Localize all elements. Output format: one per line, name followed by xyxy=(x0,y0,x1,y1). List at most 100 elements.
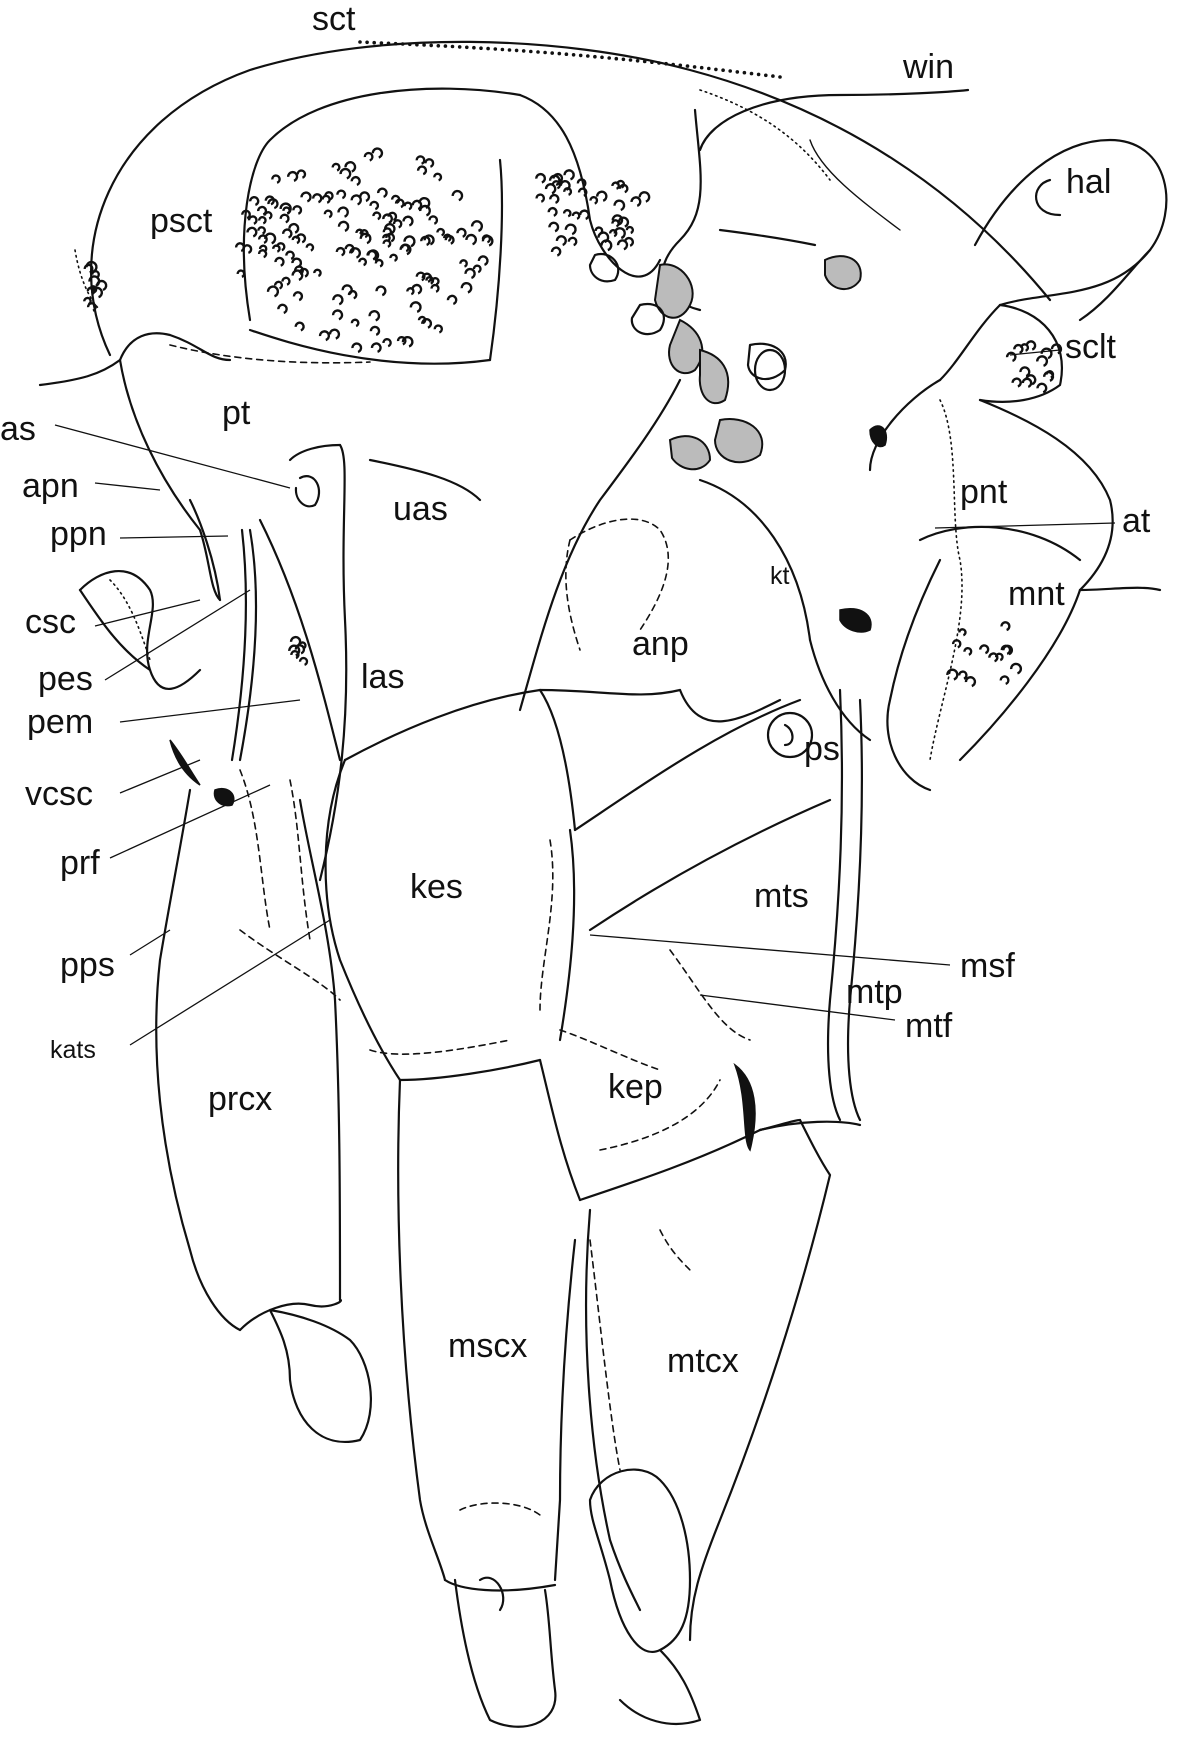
marginal-dot xyxy=(514,48,519,53)
marginal-dot xyxy=(671,62,675,67)
marginal-dot xyxy=(614,56,619,61)
setal-pit xyxy=(266,285,280,298)
setal-pit xyxy=(459,259,468,268)
setal-pit xyxy=(611,219,620,228)
setal-pit xyxy=(234,242,246,253)
scutum-outline xyxy=(74,40,1052,365)
setal-pit xyxy=(443,233,452,243)
marginal-dot xyxy=(521,49,526,53)
setal-pit xyxy=(576,178,587,188)
marginal-dot xyxy=(493,47,498,51)
label-apn: apn xyxy=(22,467,79,505)
setal-pit xyxy=(1043,371,1055,382)
marginal-dot xyxy=(400,42,405,46)
setal-pit xyxy=(470,220,484,233)
marginal-dot xyxy=(393,41,398,46)
marginal-dot xyxy=(486,46,490,51)
setal-pit xyxy=(258,244,268,253)
label-psct: psct xyxy=(150,202,213,240)
label-kats: kats xyxy=(50,1036,96,1064)
setal-pit xyxy=(247,215,258,225)
setal-pit xyxy=(367,249,380,262)
marginal-dot xyxy=(685,64,690,68)
marginal-dot xyxy=(600,55,604,60)
marginal-dot xyxy=(657,61,661,65)
setal-pit xyxy=(359,232,372,245)
setal-pit xyxy=(1000,621,1011,632)
setal-pit xyxy=(291,235,301,245)
setal-pit xyxy=(291,257,303,269)
katepisternum-region xyxy=(324,688,864,1122)
setal-pit xyxy=(472,264,482,274)
cervical-sclerite xyxy=(78,570,202,690)
marginal-dot xyxy=(721,68,725,72)
setal-pit xyxy=(382,338,392,348)
setal-pit xyxy=(415,271,426,282)
setal-pit xyxy=(416,165,428,176)
setal-pit xyxy=(571,211,581,220)
setal-pit xyxy=(369,325,381,337)
setal-pit xyxy=(279,213,290,224)
setal-pit xyxy=(298,267,309,278)
setal-pit xyxy=(477,255,489,267)
label-mnt: mnt xyxy=(1008,575,1065,613)
scutellum xyxy=(868,303,1162,792)
marginal-dot xyxy=(714,67,718,72)
label-kes: kes xyxy=(410,868,463,906)
marginal-dot xyxy=(450,44,455,49)
setal-pit xyxy=(550,246,562,257)
label-anp: anp xyxy=(632,625,689,663)
setal-pit xyxy=(548,174,561,187)
setal-pit xyxy=(618,183,629,194)
setal-pit xyxy=(288,644,301,657)
setal-pit xyxy=(257,234,268,245)
setal-pit xyxy=(242,244,253,255)
setal-pit xyxy=(577,187,588,197)
setal-pit xyxy=(630,196,642,207)
marginal-dot xyxy=(408,42,412,47)
marginal-dot xyxy=(429,43,434,48)
setal-pit xyxy=(428,215,439,225)
setal-pit xyxy=(555,235,567,247)
setal-pit xyxy=(464,267,476,280)
label-kt: kt xyxy=(770,562,790,590)
setal-pit xyxy=(611,214,624,226)
setal-pit xyxy=(424,158,435,168)
setal-pit xyxy=(336,189,347,200)
marginal-dot xyxy=(379,41,384,45)
setal-pit xyxy=(318,330,331,342)
setal-pit xyxy=(594,226,604,235)
setal-pit xyxy=(979,644,990,655)
setal-pit xyxy=(324,191,334,201)
setal-pit xyxy=(433,324,444,334)
marginal-dot xyxy=(557,51,562,56)
setal-pit xyxy=(430,283,440,293)
setal-pit xyxy=(597,231,610,244)
marginal-dot xyxy=(742,70,747,75)
setal-pit xyxy=(305,243,315,252)
setal-pit xyxy=(371,147,384,159)
label-sclt: sclt xyxy=(1065,328,1117,366)
marginal-dot xyxy=(728,69,732,73)
setal-pit xyxy=(313,268,322,278)
setal-pit xyxy=(415,155,426,165)
label-vcsc: vcsc xyxy=(25,775,93,813)
setal-pit xyxy=(350,318,360,328)
marginal-dot xyxy=(756,72,761,77)
setal-pit xyxy=(563,187,573,196)
pronotum xyxy=(38,332,371,882)
setal-pit xyxy=(460,282,473,294)
marginal-dot xyxy=(578,53,583,58)
wing-sclerites xyxy=(588,252,862,471)
setal-pit xyxy=(83,296,92,306)
spiracles xyxy=(294,348,814,759)
setal-pit xyxy=(328,328,341,340)
marginal-dot xyxy=(664,61,668,66)
setal-pit xyxy=(623,236,635,247)
setal-pit xyxy=(958,670,968,680)
setal-pit xyxy=(1036,382,1048,394)
setal-pit xyxy=(349,247,361,259)
marginal-dot xyxy=(507,48,512,52)
setal-pit xyxy=(456,227,467,238)
setal-pit xyxy=(369,200,380,211)
